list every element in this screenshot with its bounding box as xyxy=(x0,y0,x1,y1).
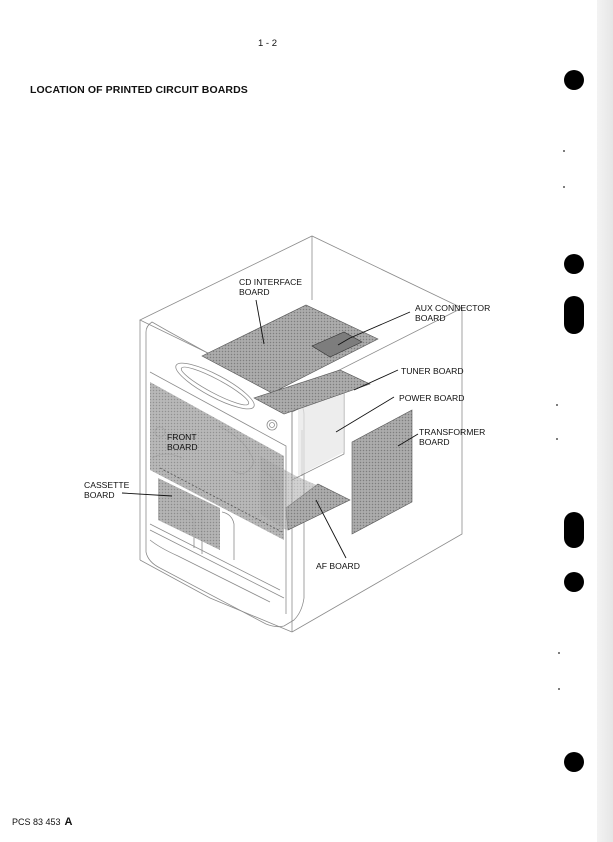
scan-speck xyxy=(563,150,565,152)
binder-hole xyxy=(564,752,584,772)
scan-speck xyxy=(563,186,565,188)
label-transformer: TRANSFORMER BOARD xyxy=(419,427,485,447)
cd-interface-board-shape xyxy=(201,304,379,394)
transformer-board-shape xyxy=(351,409,413,535)
scan-speck xyxy=(556,404,558,406)
scan-speck xyxy=(558,652,560,654)
label-af-board: AF BOARD xyxy=(316,561,360,571)
label-cassette-line2: BOARD xyxy=(84,490,115,500)
front-board-connector xyxy=(159,467,283,533)
label-transformer-line2: BOARD xyxy=(419,437,450,447)
power-board-shape xyxy=(298,384,344,476)
label-cassette: CASSETTE BOARD xyxy=(84,480,129,500)
af-board-panel xyxy=(260,456,346,530)
label-cd-interface-line1: CD INTERFACE xyxy=(239,277,303,287)
label-cd-interface-line2: BOARD xyxy=(239,287,270,297)
label-front-line1: FRONT xyxy=(167,432,197,442)
front-board-shape xyxy=(150,382,284,540)
cassette-board-shape xyxy=(158,478,220,550)
binder-hole xyxy=(564,70,584,90)
footer-suffix: A xyxy=(64,816,73,828)
label-cd-interface: CD INTERFACE BOARD xyxy=(239,277,302,297)
scan-speck xyxy=(556,438,558,440)
label-cassette-line1: CASSETTE xyxy=(84,480,130,490)
binder-hole xyxy=(564,254,584,274)
scan-speck xyxy=(558,688,560,690)
scanned-page-edge xyxy=(597,0,613,842)
page-title: LOCATION OF PRINTED CIRCUIT BOARDS xyxy=(30,84,248,96)
leader-lines xyxy=(121,299,419,559)
label-tuner-board: TUNER BOARD xyxy=(401,366,464,376)
label-front: FRONT BOARD xyxy=(167,432,198,452)
page-number: 1 - 2 xyxy=(258,38,278,49)
label-aux-connector: AUX CONNECTOR BOARD xyxy=(415,303,490,323)
tuner-board-shape xyxy=(253,369,371,415)
label-power-board: POWER BOARD xyxy=(399,393,465,403)
label-aux-connector-line1: AUX CONNECTOR xyxy=(415,303,491,313)
label-aux-connector-line2: BOARD xyxy=(415,313,446,323)
label-transformer-line1: TRANSFORMER xyxy=(419,427,486,437)
footer-code-text: PCS 83 453 xyxy=(12,817,61,827)
binder-hole-slot xyxy=(564,296,584,334)
binder-hole-slot xyxy=(564,512,584,548)
label-front-line2: BOARD xyxy=(167,442,198,452)
binder-hole xyxy=(564,572,584,592)
